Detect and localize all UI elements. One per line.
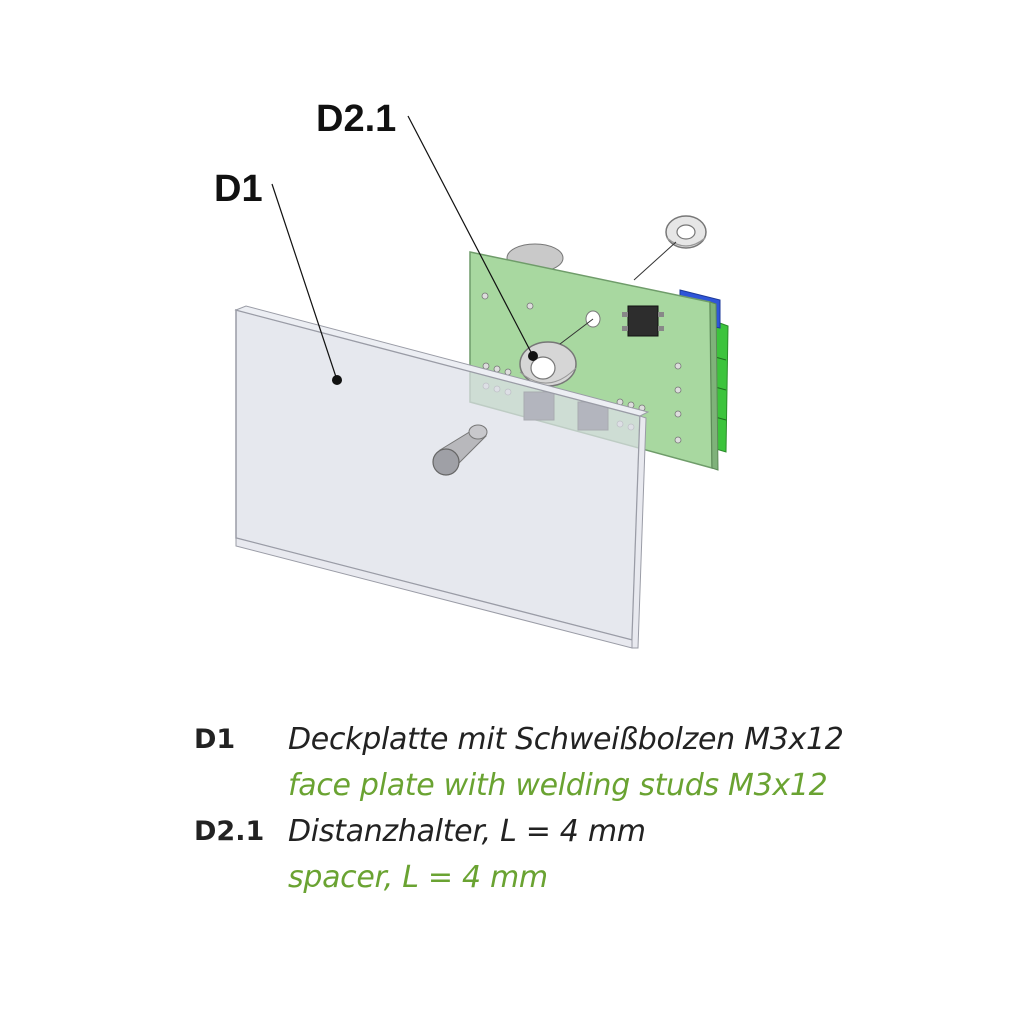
legend-text-de: Deckplatte mit Schweißbolzen M3x12 [288, 722, 844, 757]
exploded-assembly-drawing [234, 115, 729, 649]
legend-row-d21-en: spacer, L = 4 mm [194, 858, 954, 904]
spacer-ring-icon [519, 341, 577, 387]
legend-row-d21: D2.1 Distanzhalter, L = 4 mm [194, 812, 954, 858]
callout-d1: D1 [214, 168, 263, 210]
legend-row-d1: D1 Deckplatte mit Schweißbolzen M3x12 [194, 720, 954, 766]
callout-d21: D2.1 [316, 98, 397, 140]
leader-d21 [407, 115, 534, 357]
leader-d1 [271, 183, 338, 381]
legend-text-en: spacer, L = 4 mm [288, 860, 548, 895]
welding-stud-icon [432, 424, 488, 476]
legend-text-en: face plate with welding studs M3x12 [288, 768, 828, 803]
legend: D1 Deckplatte mit Schweißbolzen M3x12 fa… [194, 720, 954, 904]
face-plate [234, 305, 650, 649]
nut-icon [665, 215, 707, 249]
bridge-rectifier-icon [622, 305, 664, 337]
legend-row-d1-en: face plate with welding studs M3x12 [194, 766, 954, 812]
legend-code: D1 [194, 724, 236, 755]
legend-code: D2.1 [194, 816, 265, 847]
legend-text-de: Distanzhalter, L = 4 mm [288, 814, 646, 849]
